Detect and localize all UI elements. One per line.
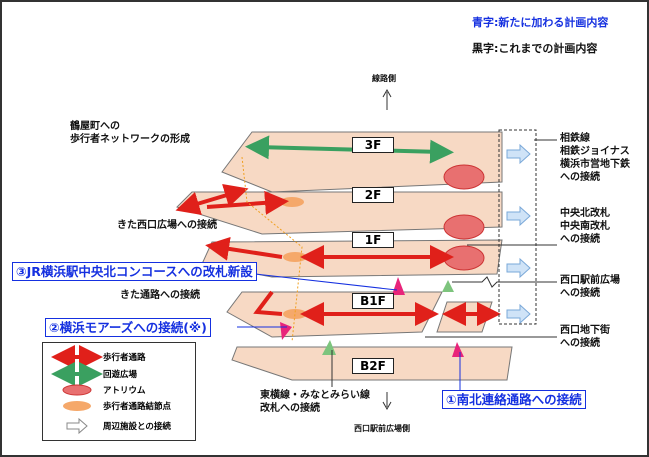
legend-box: 歩行者通路 回遊広場 アトリウム 歩行者通路結節点 周辺施設との接続 bbox=[42, 342, 196, 441]
label-nishiguchi-plaza: 西口駅前広場への接続 bbox=[560, 274, 620, 300]
node-2f bbox=[280, 197, 304, 207]
label-line: 中央南改札 bbox=[560, 221, 610, 232]
callout-leader bbox=[236, 271, 398, 291]
connection-arrow-pink-3 bbox=[392, 277, 405, 295]
floor-label-1f: 1F bbox=[352, 232, 394, 248]
legend-label: 歩行者通路結節点 bbox=[103, 402, 172, 412]
route-red bbox=[253, 290, 283, 316]
legend-label: 周辺施設との接続 bbox=[103, 422, 171, 432]
label-line: への接続 bbox=[560, 172, 600, 183]
legend-label: 回遊広場 bbox=[103, 370, 138, 380]
floor-label-b2f: B2F bbox=[352, 358, 394, 374]
outline-arrow-icon bbox=[506, 257, 531, 279]
route-red bbox=[205, 236, 283, 261]
label-chuo: 中央北改札中央南改札への接続 bbox=[560, 207, 610, 246]
label-line: 鶴屋町への bbox=[70, 121, 120, 132]
label-toyoko: 東横線・みなとみらい線改札への接続 bbox=[260, 389, 370, 415]
label-line: 中央北改札 bbox=[560, 208, 610, 219]
atrium-1f bbox=[443, 245, 485, 271]
label-nishiguchi-chika: 西口地下街への接続 bbox=[560, 324, 610, 350]
label-line: 相鉄線 bbox=[560, 133, 590, 144]
legend-outline-arrow-icon bbox=[66, 417, 88, 435]
label-line: 西口地下街 bbox=[560, 325, 610, 336]
legend-label: アトリウム bbox=[103, 386, 146, 396]
legend-icons bbox=[51, 345, 103, 435]
label-line: 改札への接続 bbox=[260, 403, 320, 414]
atrium-3f bbox=[443, 164, 485, 190]
floor-label-b1f: B1F bbox=[352, 293, 394, 309]
node-1f bbox=[283, 252, 307, 262]
legend-atrium-icon bbox=[62, 384, 92, 396]
callout-3-jr-gate: ③JR横浜駅中央北コンコースへの改札新設 bbox=[12, 262, 257, 281]
label-line: への接続 bbox=[560, 234, 600, 245]
north-arrow-icon bbox=[382, 88, 392, 110]
label-line: 相鉄ジョイナス bbox=[560, 146, 630, 157]
south-arrow-icon bbox=[382, 392, 392, 411]
floor-label-3f: 3F bbox=[352, 137, 394, 153]
vertical-link-dashed bbox=[241, 156, 303, 343]
label-line: への接続 bbox=[560, 288, 600, 299]
route-green-3f bbox=[245, 135, 454, 164]
label-line: への接続 bbox=[560, 338, 600, 349]
leader-line bbox=[452, 276, 557, 288]
label-line: 西口駅前広場 bbox=[560, 275, 620, 286]
floor-label-2f: 2F bbox=[352, 187, 394, 203]
direction-north: 線路側 bbox=[372, 74, 396, 83]
legend-blue-text: 青字:新たに加わる計画内容 bbox=[472, 16, 609, 29]
legend-label: 歩行者通路 bbox=[103, 353, 146, 363]
label-line: 歩行者ネットワークの形成 bbox=[70, 134, 190, 145]
label-kita-nishiguchi: きた西口広場への接続 bbox=[117, 220, 217, 231]
outline-arrow-icon bbox=[506, 143, 531, 165]
callout-2-mores: ②横浜モアーズへの接続(※) bbox=[45, 318, 211, 337]
legend-node-icon bbox=[63, 401, 91, 411]
outline-arrow-icon bbox=[506, 205, 531, 227]
connection-dashed-box bbox=[498, 129, 537, 325]
label-line: 東横線・みなとみらい線 bbox=[260, 390, 370, 401]
slab-b1f-east bbox=[436, 301, 493, 333]
label-tsuruya: 鶴屋町への歩行者ネットワークの形成 bbox=[70, 120, 190, 146]
label-sotetsu: 相鉄線相鉄ジョイナス横浜市営地下鉄への接続 bbox=[560, 132, 630, 184]
legend-black-text: 黒字:これまでの計画内容 bbox=[472, 42, 598, 55]
atrium-2f bbox=[443, 214, 485, 240]
outline-arrow-icon bbox=[506, 303, 531, 325]
callout-1-north-south: ①南北連絡通路への接続 bbox=[442, 390, 586, 409]
route-red bbox=[206, 190, 289, 215]
label-kita-tsuro: きた通路への接続 bbox=[120, 290, 200, 301]
connection-arrow-pink-1 bbox=[452, 342, 464, 357]
label-line: 横浜市営地下鉄 bbox=[560, 159, 630, 170]
connection-arrow-green bbox=[442, 280, 454, 292]
route-red bbox=[175, 183, 249, 216]
direction-south: 西口駅前広場側 bbox=[354, 424, 410, 433]
